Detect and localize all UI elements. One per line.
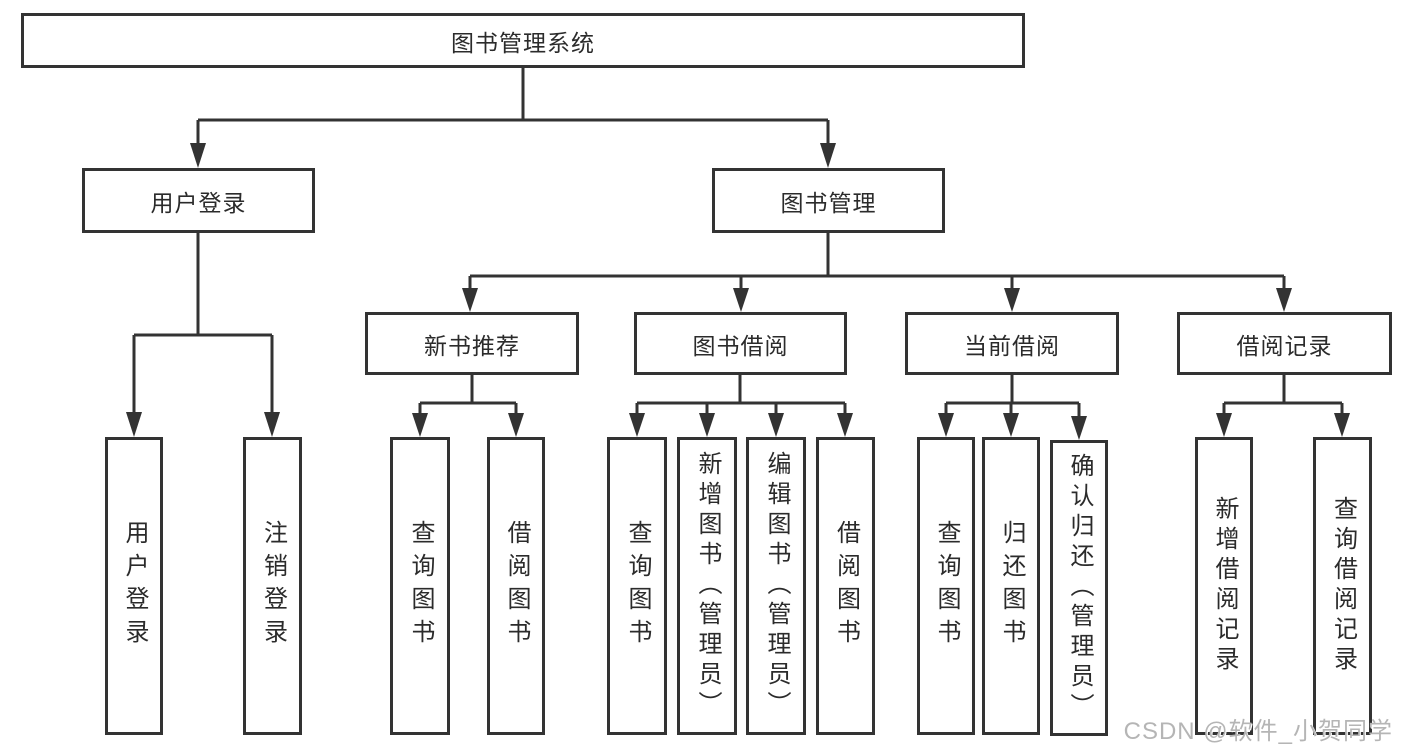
node-current-borrowing: 当前借阅	[905, 312, 1119, 375]
leaf-query-books-2-label: 查询图书	[624, 520, 651, 652]
node-book-borrowing: 图书借阅	[634, 312, 847, 375]
arrowheads	[126, 143, 1350, 440]
node-root-label: 图书管理系统	[451, 29, 595, 56]
leaf-logout-label: 注销登录	[259, 520, 287, 652]
connector-borrow-to-children	[635, 375, 847, 415]
leaf-add-borrow-record-label: 新增借阅记录	[1211, 496, 1238, 676]
leaf-query-books-1-label: 查询图书	[407, 520, 434, 652]
leaf-add-books-admin-label: 新增图书（管理员）	[694, 451, 721, 721]
node-current-borrowing-label: 当前借阅	[964, 332, 1060, 359]
leaf-edit-books-admin: 编辑图书（管理员）	[746, 437, 806, 735]
leaf-borrow-books-1-label: 借阅图书	[503, 520, 530, 652]
leaf-borrow-books-1: 借阅图书	[487, 437, 545, 735]
connector-records-to-children	[1222, 375, 1344, 415]
node-user-login-label: 用户登录	[150, 189, 247, 216]
leaf-borrow-books-2: 借阅图书	[816, 437, 875, 735]
connector-management-to-level3	[468, 233, 1286, 290]
node-new-book-recommend-label: 新书推荐	[424, 332, 520, 359]
node-book-management-label: 图书管理	[780, 189, 877, 216]
node-root: 图书管理系统	[21, 13, 1025, 68]
leaf-query-books-3: 查询图书	[917, 437, 975, 735]
leaf-query-borrow-record: 查询借阅记录	[1313, 437, 1372, 735]
connector-current-to-children	[944, 375, 1081, 418]
leaf-query-borrow-record-label: 查询借阅记录	[1329, 496, 1357, 676]
node-book-borrowing-label: 图书借阅	[692, 332, 789, 359]
connector-newbook-to-children	[418, 375, 518, 415]
leaf-user-login: 用户登录	[105, 437, 163, 735]
csdn-watermark: CSDN @软件_小贺同学	[1123, 718, 1393, 745]
node-new-book-recommend: 新书推荐	[365, 312, 579, 375]
node-book-management: 图书管理	[712, 168, 945, 233]
leaf-add-borrow-record: 新增借阅记录	[1195, 437, 1253, 735]
leaf-query-books-1: 查询图书	[390, 437, 450, 735]
leaf-return-books-label: 归还图书	[998, 520, 1025, 652]
leaf-logout: 注销登录	[243, 437, 302, 735]
leaf-confirm-return-admin: 确认归还（管理员）	[1050, 440, 1108, 736]
leaf-return-books: 归还图书	[982, 437, 1040, 735]
leaf-add-books-admin: 新增图书（管理员）	[677, 437, 737, 735]
node-borrowing-records-label: 借阅记录	[1236, 332, 1333, 359]
connector-login-to-children	[132, 233, 274, 414]
node-borrowing-records: 借阅记录	[1177, 312, 1392, 375]
node-user-login: 用户登录	[82, 168, 315, 233]
connector-root-to-level2	[196, 68, 830, 146]
leaf-confirm-return-admin-label: 确认归还（管理员）	[1066, 453, 1093, 723]
leaf-user-login-label: 用户登录	[121, 520, 148, 652]
leaf-query-books-2: 查询图书	[607, 437, 667, 735]
leaf-query-books-3-label: 查询图书	[933, 520, 960, 652]
leaf-edit-books-admin-label: 编辑图书（管理员）	[763, 451, 790, 721]
leaf-borrow-books-2-label: 借阅图书	[832, 520, 860, 652]
